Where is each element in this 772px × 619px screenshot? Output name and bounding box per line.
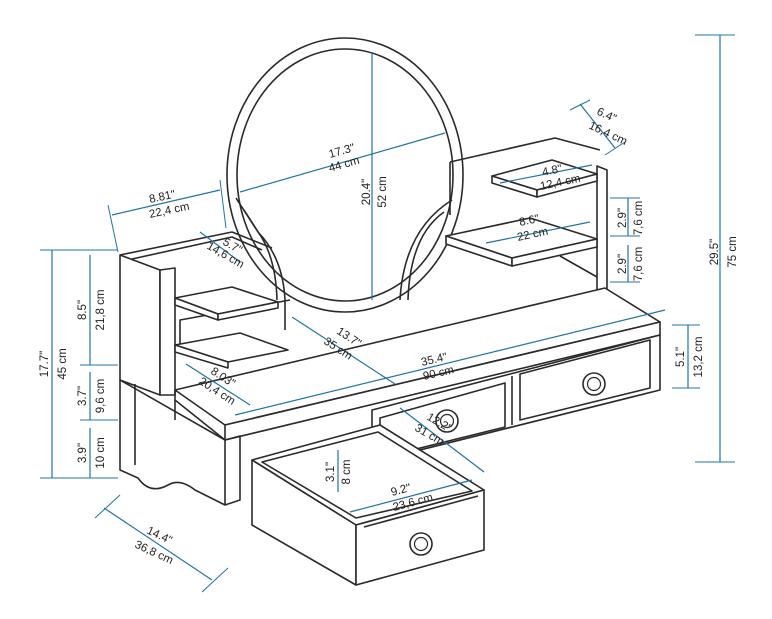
desk-height-inch-label: 17.7" <box>39 351 51 377</box>
drawer-front-height-cm-label: 13,2 cm <box>693 337 705 378</box>
shelf-depth-cm-label: 16,4 cm <box>587 120 629 148</box>
desk-top <box>174 287 661 441</box>
lower-gap-inch-label: 2.9" <box>617 254 629 274</box>
drawer-inner-width-inch-label: 9.2" <box>390 482 412 499</box>
mirror <box>226 37 464 330</box>
lower-gap-cm-label: 7,6 cm <box>633 247 645 282</box>
total-height-inch-label: 29.5" <box>709 239 721 265</box>
drawer-knob <box>409 532 433 556</box>
total-height-cm-label: 75 cm <box>727 236 739 267</box>
total-width-inch-label: 35.4" <box>420 351 448 369</box>
bottom-gap-inch-label: 3.9" <box>77 443 89 463</box>
cabinet-knob-middle <box>435 409 459 433</box>
upper-shelf-inch-label: 4.8" <box>541 163 563 179</box>
drawer-inner-height-cm-label: 8 cm <box>341 460 353 485</box>
mid-gap-cm-label: 9,6 cm <box>95 379 107 414</box>
upper-gap-cm-label: 7,6 cm <box>633 201 645 236</box>
left-upper-height-inch-label: 8.5" <box>77 300 89 320</box>
left-unit-width-inch-label: 8.81" <box>148 189 176 206</box>
left-side-panel <box>119 379 241 506</box>
open-drawer <box>251 424 485 586</box>
desk-height-cm-label: 45 cm <box>57 348 69 379</box>
mirror-height-cm-label: 52 cm <box>377 176 389 207</box>
dimension-lines <box>40 34 735 593</box>
drawer-inner-height-inch-label: 3.1" <box>325 462 337 482</box>
cabinet-knob-right <box>582 372 606 396</box>
drawer-front-height-inch-label: 5.1" <box>675 347 687 367</box>
lower-shelf-inch-label: 8.6" <box>518 213 540 229</box>
furniture-outline <box>119 37 661 586</box>
bottom-gap-cm-label: 10 cm <box>95 437 107 468</box>
upper-gap-inch-label: 2.9" <box>617 208 629 228</box>
left-upper-height-cm-label: 21,8 cm <box>95 290 107 331</box>
mirror-height-inch-label: 20.4" <box>361 179 373 205</box>
mid-gap-inch-label: 3.7" <box>77 386 89 406</box>
